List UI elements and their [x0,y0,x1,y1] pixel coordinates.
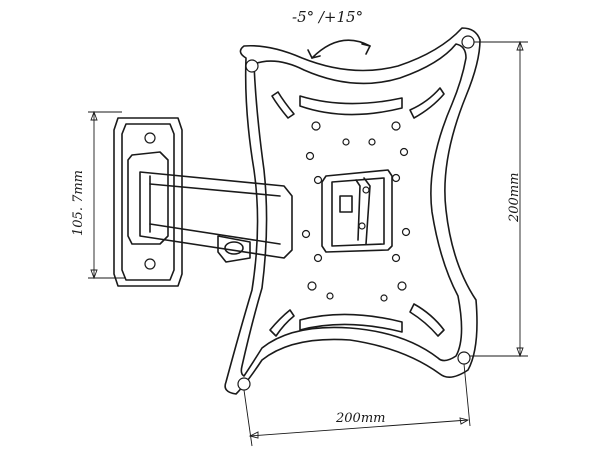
vesa-height-dimension: 200mm [470,40,528,358]
tilt-range-label: -5° /+15° [292,8,363,26]
vesa-plate [224,27,481,395]
vesa-corner-hole-bottom-right [457,351,471,365]
vesa-width-dimension: 200mm [243,363,471,447]
central-bracket [321,169,393,253]
arm-height-label: 105. 7mm [71,170,86,236]
wall-plate [113,117,183,287]
bottom-slot [299,313,403,333]
arm-height-dimension: 105. 7mm [71,110,126,280]
wall-plate-screw-hole-bottom [144,258,156,270]
wall-plate-screw-hole-top [144,132,156,144]
vesa-width-label: 200mm [335,411,385,426]
vesa-height-label: 200mm [507,173,522,223]
vesa-corner-hole-bottom-left [237,377,251,391]
swing-arm [139,171,293,263]
vesa-corner-hole-top-left [245,59,259,73]
top-slot [299,95,403,116]
tilt-arrow: -5° /+15° [292,8,371,59]
vesa-corner-hole-top-right [461,35,475,49]
